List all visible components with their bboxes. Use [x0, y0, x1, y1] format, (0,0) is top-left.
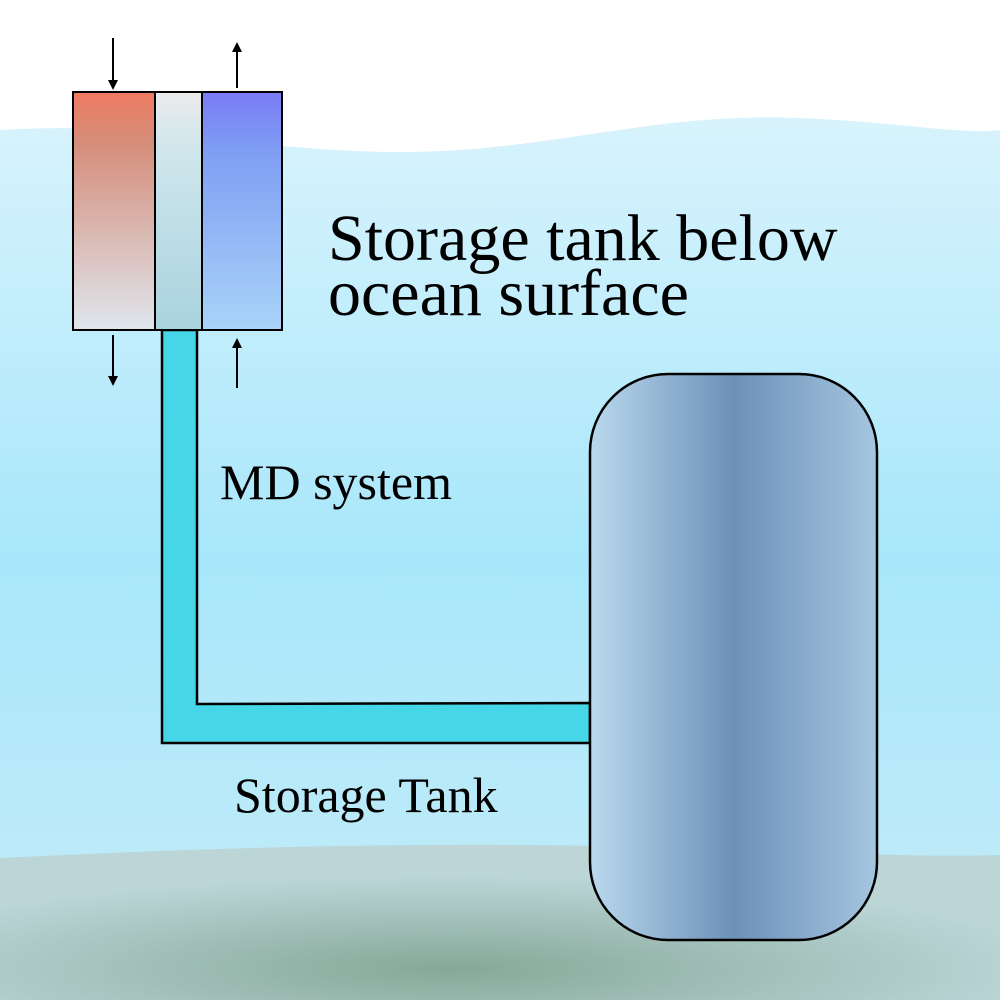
storage-tank-label: Storage Tank [234, 767, 498, 823]
storage-tank [588, 372, 879, 942]
cold-inlet-arrow-up-icon [232, 338, 242, 388]
hot-channel [72, 91, 156, 331]
hot-inlet-arrow-down-icon [108, 38, 118, 90]
title-line-2: ocean surface [328, 257, 689, 330]
membrane [154, 91, 203, 331]
cold-outlet-arrow-up-icon [232, 42, 242, 88]
title-line-1: Storage tank below [328, 202, 838, 275]
cold-channel [201, 91, 283, 331]
md-system-label: MD system [220, 454, 452, 510]
md-module [72, 91, 283, 331]
hot-outlet-arrow-down-icon [108, 335, 118, 386]
